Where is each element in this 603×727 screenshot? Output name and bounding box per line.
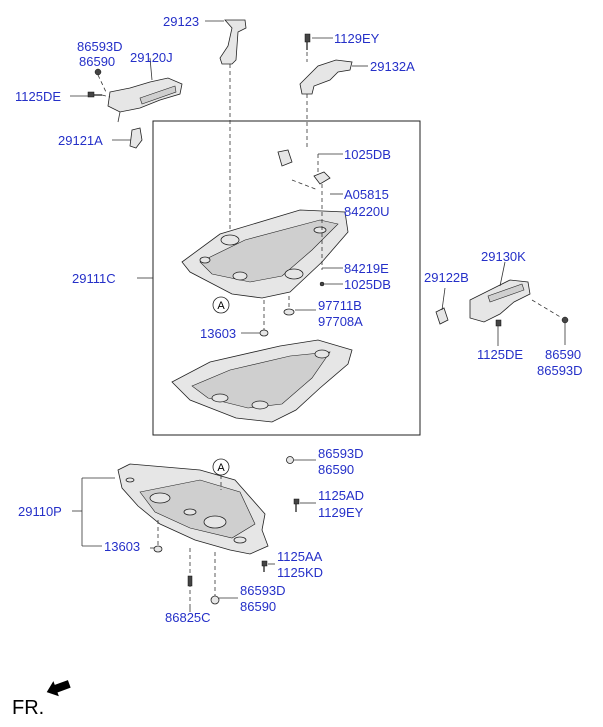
label-1125AD: 1125AD <box>318 488 364 503</box>
ref-A-lower: A <box>217 462 225 474</box>
front-label: FR. <box>12 697 44 719</box>
label-86593D-tl: 86593D <box>77 39 123 54</box>
clip-A05815 <box>313 171 331 185</box>
bracket-29120J <box>107 77 183 113</box>
label-1125KD: 1125KD <box>277 565 323 580</box>
label-1125DE-tl: 1125DE <box>15 89 61 104</box>
nut-86590-bottom <box>210 595 220 605</box>
bracket-29121A <box>129 127 143 149</box>
label-84220U: 84220U <box>344 204 390 219</box>
label-29132A: 29132A <box>370 59 415 74</box>
label-86593D-bottom: 86593D <box>240 583 286 598</box>
bolt-1125DE-left <box>87 91 102 98</box>
clip-1025DB <box>277 149 293 167</box>
clip-13603-upper <box>259 329 269 337</box>
panel-inner-lower <box>171 339 353 423</box>
label-29120J: 29120J <box>130 50 173 65</box>
label-97711B: 97711B <box>318 298 362 313</box>
label-29130K: 29130K <box>481 249 526 264</box>
panel-29110P <box>117 463 269 555</box>
label-1129EY-mid: 1129EY <box>318 505 364 520</box>
bolt-1125DE-right <box>495 319 502 327</box>
label-97708A: 97708A <box>318 314 363 329</box>
label-13603-upper: 13603 <box>200 326 236 341</box>
label-84219E: 84219E <box>344 261 389 276</box>
label-29121A: 29121A <box>58 133 103 148</box>
label-29123: 29123 <box>163 14 199 29</box>
front-arrow-icon <box>46 680 71 697</box>
bolt-1125AA <box>261 560 268 572</box>
nut-86590-mid <box>286 456 294 464</box>
label-29110P: 29110P <box>18 504 62 519</box>
label-A05815: A05815 <box>344 187 389 202</box>
nut-86590-right <box>561 316 569 324</box>
label-86825C: 86825C <box>165 610 211 625</box>
clip-13603-lower <box>153 545 163 553</box>
bolt-1129EY-top <box>304 33 311 50</box>
label-1025DB-a: 1025DB <box>344 147 391 162</box>
bolt-1125AD <box>293 498 300 512</box>
grommet-97711B <box>283 308 295 316</box>
label-86593D-mid: 86593D <box>318 446 364 461</box>
label-86590-bottom: 86590 <box>240 599 276 614</box>
label-86590-mid: 86590 <box>318 462 354 477</box>
ref-circle-A-upper <box>212 296 230 314</box>
clip-86825C <box>187 575 193 587</box>
ref-A-upper: A <box>217 300 225 312</box>
label-1125DE-right: 1125DE <box>477 347 523 362</box>
bracket-29123 <box>219 19 247 65</box>
label-1025DB-b: 1025DB <box>344 277 391 292</box>
label-1125AA: 1125AA <box>277 549 323 564</box>
nut-86590-left <box>94 68 102 76</box>
label-1129EY-top: 1129EY <box>334 31 380 46</box>
bracket-29132A <box>299 59 353 95</box>
label-86590-right: 86590 <box>545 347 581 362</box>
label-29111C: 29111C <box>72 271 116 286</box>
label-29122B: 29122B <box>424 270 469 285</box>
label-86593D-right: 86593D <box>537 363 583 378</box>
label-13603-lower: 13603 <box>104 539 140 554</box>
label-86590-tl: 86590 <box>79 54 115 69</box>
bracket-29122B <box>435 307 449 325</box>
